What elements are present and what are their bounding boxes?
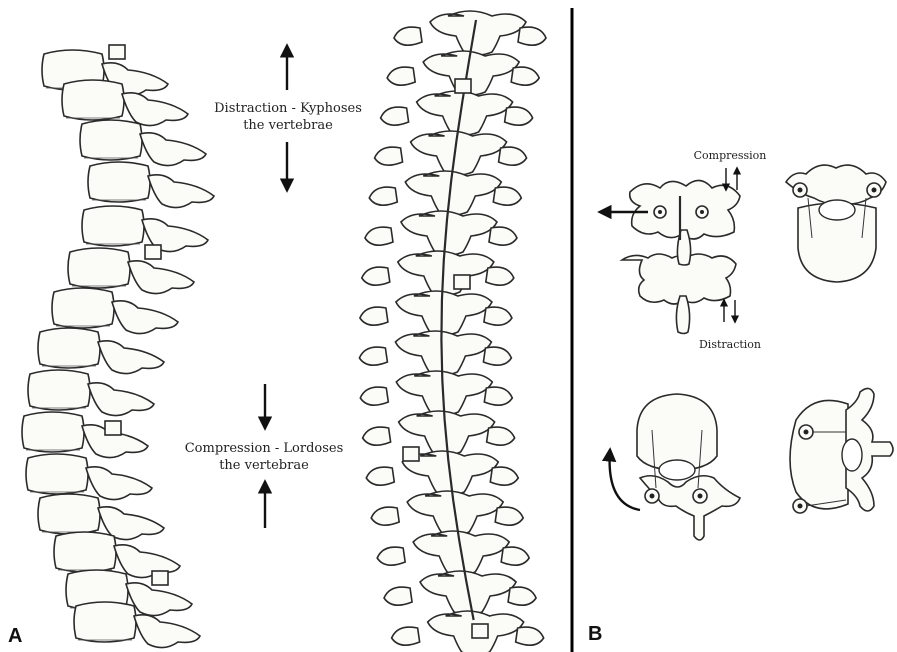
posterior-screw xyxy=(472,624,488,638)
panel-b: Compression Distraction xyxy=(588,149,893,645)
lateral-vertebra xyxy=(68,248,194,294)
posterior-vertebra xyxy=(384,571,536,615)
lateral-vertebra xyxy=(52,288,178,334)
lateral-screw xyxy=(152,571,168,585)
distraction-label-line2: the vertebrae xyxy=(243,118,333,133)
posterior-vertebra xyxy=(377,531,529,575)
posterior-vertebrae-pair: Compression Distraction xyxy=(600,149,766,351)
posterior-screw xyxy=(455,79,471,93)
distraction-label-line1: Distraction - Kyphoses xyxy=(214,101,362,116)
lateral-vertebra xyxy=(22,412,148,458)
posterior-vertebra xyxy=(366,451,518,495)
compression-label-line1: Compression - Lordoses xyxy=(185,441,344,456)
posterior-spine-illustration xyxy=(359,11,546,652)
distraction-annotation: Distraction - Kyphoses the vertebrae xyxy=(214,46,362,190)
lateral-vertebra xyxy=(28,370,154,416)
compression-small-label: Compression xyxy=(694,149,767,162)
posterior-vertebra xyxy=(360,291,512,335)
compression-annotation: Compression - Lordoses the vertebrae xyxy=(185,384,344,528)
posterior-vertebra xyxy=(362,251,514,295)
posterior-screw xyxy=(403,447,419,461)
posterior-vertebra xyxy=(392,611,544,652)
lateral-screw xyxy=(145,245,161,259)
lateral-screw xyxy=(109,45,125,59)
lateral-vertebra xyxy=(88,162,214,208)
posterior-vertebra xyxy=(359,331,511,375)
axial-vertebra-bottom-right xyxy=(790,388,893,513)
posterior-vertebra xyxy=(360,371,512,415)
lateral-vertebra xyxy=(80,120,206,166)
panel-a-letter: A xyxy=(8,625,22,647)
lateral-vertebra xyxy=(38,328,164,374)
posterior-screw xyxy=(454,275,470,289)
posterior-vertebra xyxy=(394,11,546,55)
posterior-vertebra xyxy=(363,411,515,455)
posterior-vertebra xyxy=(375,131,527,175)
lateral-screw xyxy=(105,421,121,435)
axial-vertebra-top xyxy=(786,165,886,282)
posterior-vertebra xyxy=(365,211,517,255)
rotation-arrow xyxy=(610,450,640,510)
posterior-vertebra xyxy=(369,171,521,215)
posterior-vertebra xyxy=(381,91,533,135)
panel-b-letter: B xyxy=(588,623,602,645)
lateral-vertebra xyxy=(26,454,152,500)
panel-a: Distraction - Kyphoses the vertebrae Com… xyxy=(8,11,546,652)
distraction-small-label: Distraction xyxy=(699,338,761,351)
lateral-spine-illustration xyxy=(22,45,214,648)
compression-label-line2: the vertebrae xyxy=(219,458,309,473)
axial-vertebra-bottom-left xyxy=(610,394,740,540)
posterior-vertebra xyxy=(371,491,523,535)
